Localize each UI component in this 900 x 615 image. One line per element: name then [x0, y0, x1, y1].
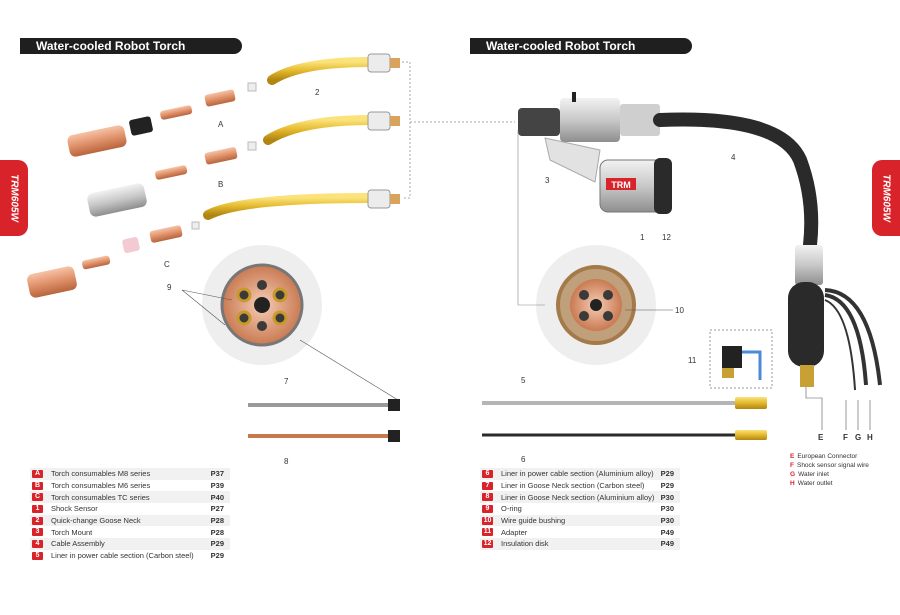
left-side-tab: TRM605W [0, 160, 28, 236]
liner-8 [248, 430, 400, 442]
liner-7 [248, 399, 400, 411]
left-title-banner: Water-cooled Robot Torch [20, 38, 242, 54]
callout-5: 5 [521, 376, 526, 385]
goose-neck-2 [263, 111, 400, 145]
callout-12: 12 [662, 233, 671, 242]
goose-neck-3 [203, 189, 400, 220]
consumables-tc [27, 221, 200, 298]
callout-1: 1 [640, 233, 645, 242]
adapter-detail [709, 329, 773, 389]
callout-8: 8 [284, 457, 289, 466]
connector-face-left [202, 245, 322, 365]
callout-B: B [218, 180, 224, 189]
callout-A: A [218, 120, 224, 129]
callout-C: C [164, 260, 170, 269]
torch-body-right: TRM [518, 92, 672, 214]
cable-assembly [653, 112, 819, 252]
callout-G: G [855, 433, 862, 442]
callout-7: 7 [284, 377, 289, 386]
sensor-brand-label: TRM [611, 180, 631, 190]
callout-E: E [818, 433, 824, 442]
right-title-banner: Water-cooled Robot Torch [470, 38, 692, 54]
callout-F: F [843, 433, 848, 442]
callout-10: 10 [675, 306, 684, 315]
connector-face-right [536, 245, 656, 365]
goose-neck-1 [267, 53, 400, 85]
callout-2: 2 [315, 88, 320, 97]
liner-6 [482, 430, 767, 440]
callout-6: 6 [521, 455, 526, 464]
right-side-tab: TRM605W [872, 160, 900, 236]
callout-11: 11 [688, 356, 697, 365]
callout-4: 4 [731, 153, 736, 162]
consumables-m6 [87, 141, 257, 217]
liner-5 [482, 397, 767, 409]
callout-H: H [867, 433, 873, 442]
callout-9: 9 [167, 283, 172, 292]
consumables-m8 [67, 82, 257, 157]
callout-3: 3 [545, 176, 550, 185]
